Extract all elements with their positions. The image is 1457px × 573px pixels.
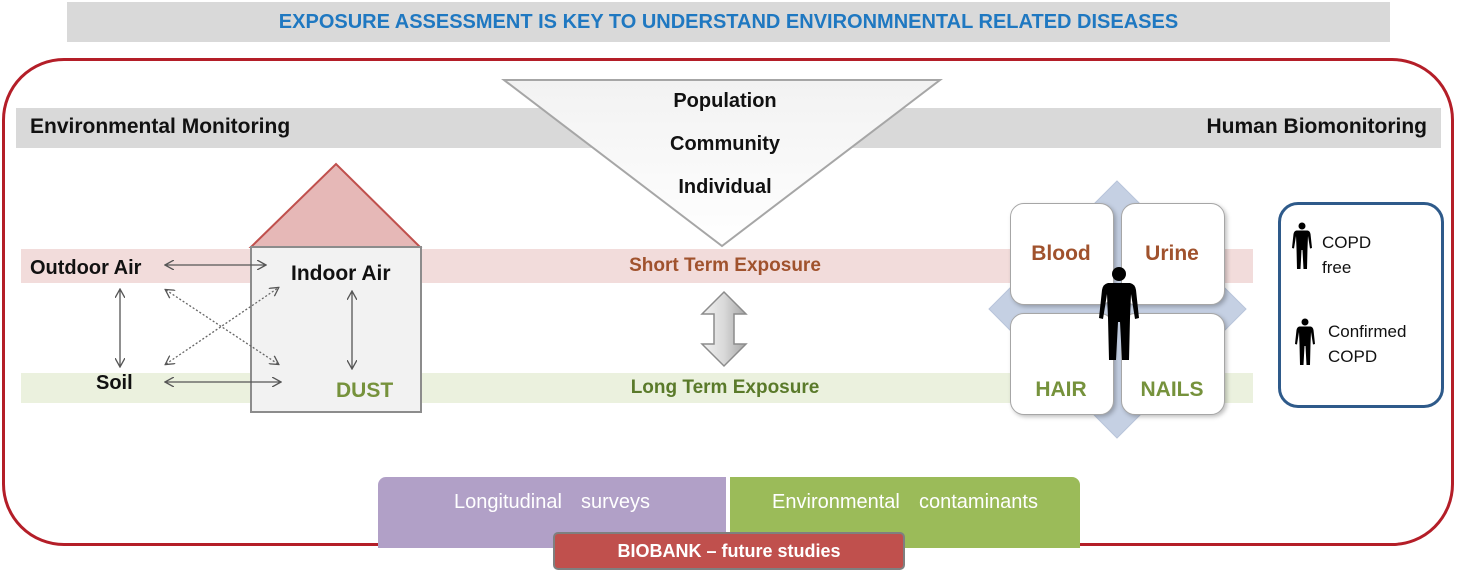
longitudinal-surveys-label: Longitudinal surveys bbox=[454, 491, 650, 513]
title-banner: EXPOSURE ASSESSMENT IS KEY TO UNDERSTAND… bbox=[67, 2, 1390, 42]
biobank-label: BIOBANK – future studies bbox=[617, 540, 841, 561]
title-text: EXPOSURE ASSESSMENT IS KEY TO UNDERSTAND… bbox=[278, 10, 1179, 33]
confirmed-copd-line1: Confirmed bbox=[1328, 322, 1407, 341]
outdoor-air-label: Outdoor Air bbox=[30, 257, 142, 279]
level-individual: Individual bbox=[678, 176, 772, 198]
indoor-air-label: Indoor Air bbox=[291, 262, 391, 285]
blood-quadrant bbox=[1010, 203, 1114, 305]
double-arrow-icon bbox=[700, 290, 748, 368]
environmental-monitoring-label: Environmental Monitoring bbox=[30, 115, 291, 138]
level-community: Community bbox=[670, 133, 780, 155]
hair-quadrant bbox=[1010, 313, 1114, 415]
human-figure-icon bbox=[1099, 267, 1139, 360]
hair-label: HAIR bbox=[1035, 378, 1087, 401]
urine-quadrant bbox=[1121, 203, 1225, 305]
copd-free-line1: COPD bbox=[1322, 233, 1372, 252]
soil-label: Soil bbox=[96, 372, 133, 394]
long-term-exposure-label: Long Term Exposure bbox=[630, 377, 820, 398]
nails-label: NAILS bbox=[1140, 378, 1204, 401]
confirmed-copd-label: Confirmed COPD bbox=[1328, 319, 1406, 369]
confirmed-copd-line2: COPD bbox=[1328, 347, 1378, 366]
copd-free-label: COPD free bbox=[1322, 230, 1371, 280]
dust-label: DUST bbox=[336, 379, 394, 402]
nails-quadrant bbox=[1121, 313, 1225, 415]
copd-free-line2: free bbox=[1322, 258, 1352, 277]
short-term-exposure-label: Short Term Exposure bbox=[629, 255, 821, 276]
levels-triangle bbox=[501, 79, 943, 248]
level-population: Population bbox=[673, 90, 777, 112]
environmental-contaminants-label: Environmental contaminants bbox=[772, 491, 1038, 513]
urine-label: Urine bbox=[1145, 242, 1199, 265]
biobank-box: BIOBANK – future studies bbox=[553, 532, 905, 570]
human-biomonitoring-label: Human Biomonitoring bbox=[1206, 115, 1427, 138]
confirmed-copd-person-icon bbox=[1295, 318, 1315, 365]
environment-arrows bbox=[0, 0, 460, 420]
blood-label: Blood bbox=[1031, 242, 1091, 265]
copd-free-person-icon bbox=[1292, 222, 1312, 269]
